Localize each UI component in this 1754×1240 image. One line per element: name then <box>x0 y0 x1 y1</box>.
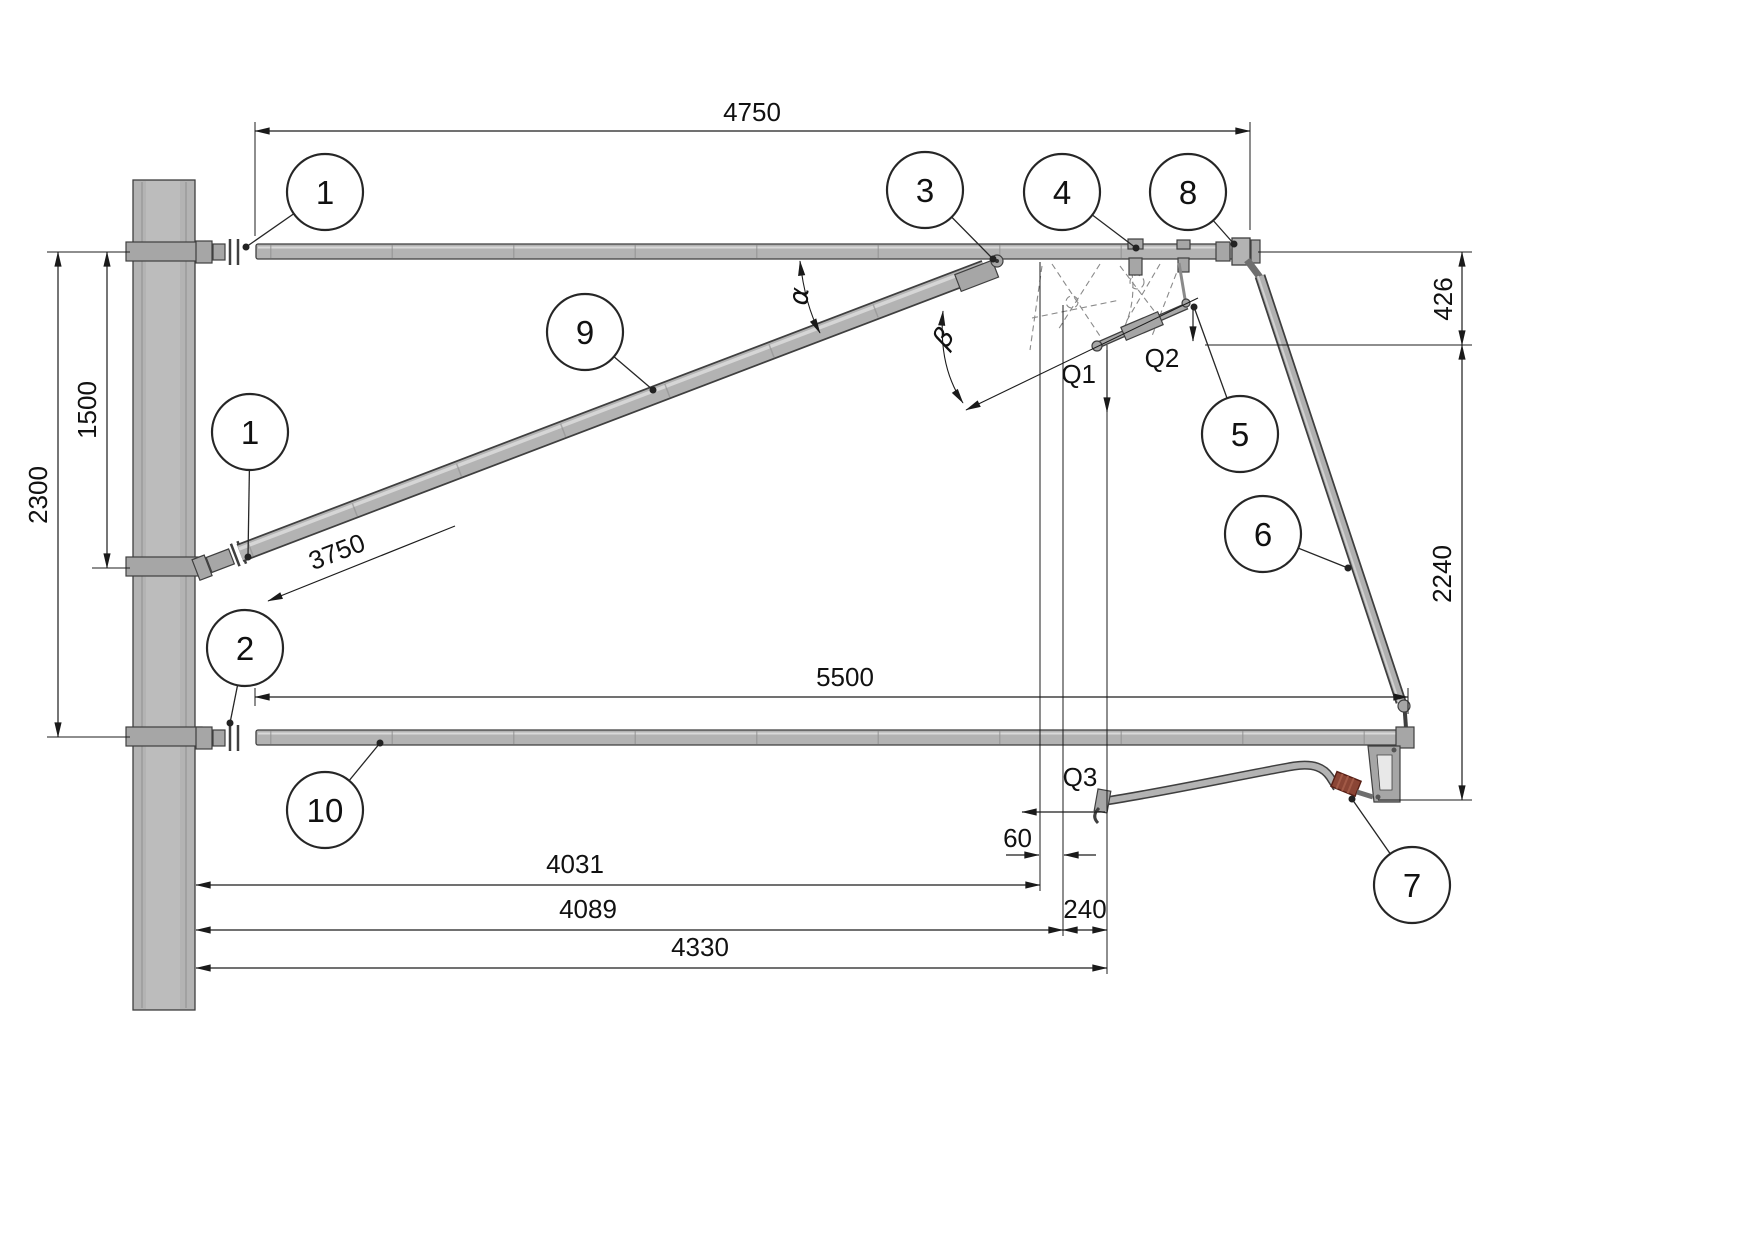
load-q1: Q1 <box>1061 350 1111 413</box>
dim-4330-text: 4330 <box>671 932 729 962</box>
callout-7-label: 7 <box>1403 867 1421 904</box>
callout-5: 5 <box>1190 303 1280 474</box>
dim-426: 426 <box>1205 251 1472 346</box>
callout-5-label: 5 <box>1231 416 1249 453</box>
alpha-label: α <box>783 286 815 307</box>
bottom-tube-body <box>255 729 1407 746</box>
callout-6: 6 <box>1223 494 1352 574</box>
bottom-tube <box>195 699 1415 803</box>
dim-5500: 5500 <box>254 662 1409 714</box>
dim-60: 60 <box>1003 823 1096 859</box>
callout-6-circle <box>1223 494 1303 574</box>
reference-lines <box>1039 262 1108 974</box>
callout-7: 7 <box>1348 795 1452 925</box>
dim-2240-text: 2240 <box>1427 545 1457 603</box>
callout-4-label: 4 <box>1053 174 1071 211</box>
dim-4089-text: 4089 <box>559 894 617 924</box>
phantom-hardware <box>1029 261 1181 351</box>
callout-8-label: 8 <box>1179 174 1197 211</box>
dim-426-text: 426 <box>1428 277 1458 320</box>
callout-8: 8 <box>1148 152 1238 248</box>
callout-2: 2 <box>205 608 285 727</box>
clamp-item4-bottom <box>1128 257 1143 276</box>
steady-arm <box>1093 760 1374 825</box>
mast <box>125 179 203 1011</box>
callout-10-label: 10 <box>307 792 344 829</box>
top-tube-mast-bracket <box>195 240 213 264</box>
q2-label: Q2 <box>1145 343 1180 373</box>
dim-5500-text: 5500 <box>816 662 874 692</box>
dim-4750: 4750 <box>254 97 1251 236</box>
load-q2: Q2 <box>1145 308 1197 373</box>
callout-4: 4 <box>1022 152 1140 252</box>
dim-4089: 4089 <box>195 894 1064 934</box>
callout-8-circle <box>1148 152 1228 232</box>
top-tube <box>195 237 1261 293</box>
mast-clamp-band-bottom <box>125 726 203 747</box>
bottom-tube-mast-bracket <box>195 726 213 750</box>
q1-label: Q1 <box>1061 359 1096 389</box>
callout-9: 9 <box>545 292 657 394</box>
top-tube-body <box>255 243 1255 260</box>
callout-4-circle <box>1022 152 1102 232</box>
dim-2300-text: 2300 <box>23 466 53 524</box>
callout-1-top-label: 1 <box>316 174 334 211</box>
insulator <box>1330 770 1363 798</box>
dim-1500-text: 1500 <box>72 381 102 439</box>
mast-clamp-band-middle <box>125 556 203 577</box>
dim-240-text: 240 <box>1063 894 1106 924</box>
callout-3-circle <box>885 150 965 230</box>
alpha-angle: α <box>783 260 821 334</box>
dim-240: 240 <box>1062 894 1108 934</box>
callout-1-middle: 1 <box>210 392 290 561</box>
callout-1-top-circle <box>285 152 365 232</box>
fitting-item8 <box>1215 241 1231 262</box>
callout-1-middle-circle <box>210 392 290 472</box>
dim-4031: 4031 <box>195 849 1041 889</box>
callout-2-circle <box>205 608 285 688</box>
callout-5-circle <box>1200 394 1280 474</box>
callout-2-label: 2 <box>236 630 254 667</box>
dim-2300: 2300 <box>23 251 130 738</box>
load-q3: Q3 <box>1021 762 1105 816</box>
callout-9-label: 9 <box>576 314 594 351</box>
callout-7-circle <box>1372 845 1452 925</box>
callout-10-circle <box>285 770 365 850</box>
dim-4330: 4330 <box>195 932 1108 972</box>
callout-10: 10 <box>285 739 384 850</box>
diagonal-top-fitting <box>953 259 1000 293</box>
callout-1-top: 1 <box>242 152 365 251</box>
mast-flange-highlight <box>146 181 180 1009</box>
turnbuckle <box>1120 310 1164 342</box>
mast-clamp-band-top <box>125 241 203 262</box>
callout-1-middle-label: 1 <box>241 414 259 451</box>
dim-2240: 2240 <box>1378 344 1472 801</box>
dim-60-text: 60 <box>1003 823 1032 853</box>
callout-3-label: 3 <box>916 172 934 209</box>
bottom-tube-end-fitting <box>1395 726 1415 749</box>
callout-9-circle <box>545 292 625 372</box>
diagonal-tube <box>191 260 989 582</box>
callout-3: 3 <box>885 150 997 263</box>
stay-tube <box>1244 257 1407 704</box>
q3-label: Q3 <box>1063 762 1098 792</box>
dim-1500: 1500 <box>47 251 130 569</box>
dim-4031-text: 4031 <box>546 849 604 879</box>
dim-4750-text: 4750 <box>723 97 781 127</box>
registration-hook <box>1093 806 1101 825</box>
callout-6-label: 6 <box>1254 516 1272 553</box>
